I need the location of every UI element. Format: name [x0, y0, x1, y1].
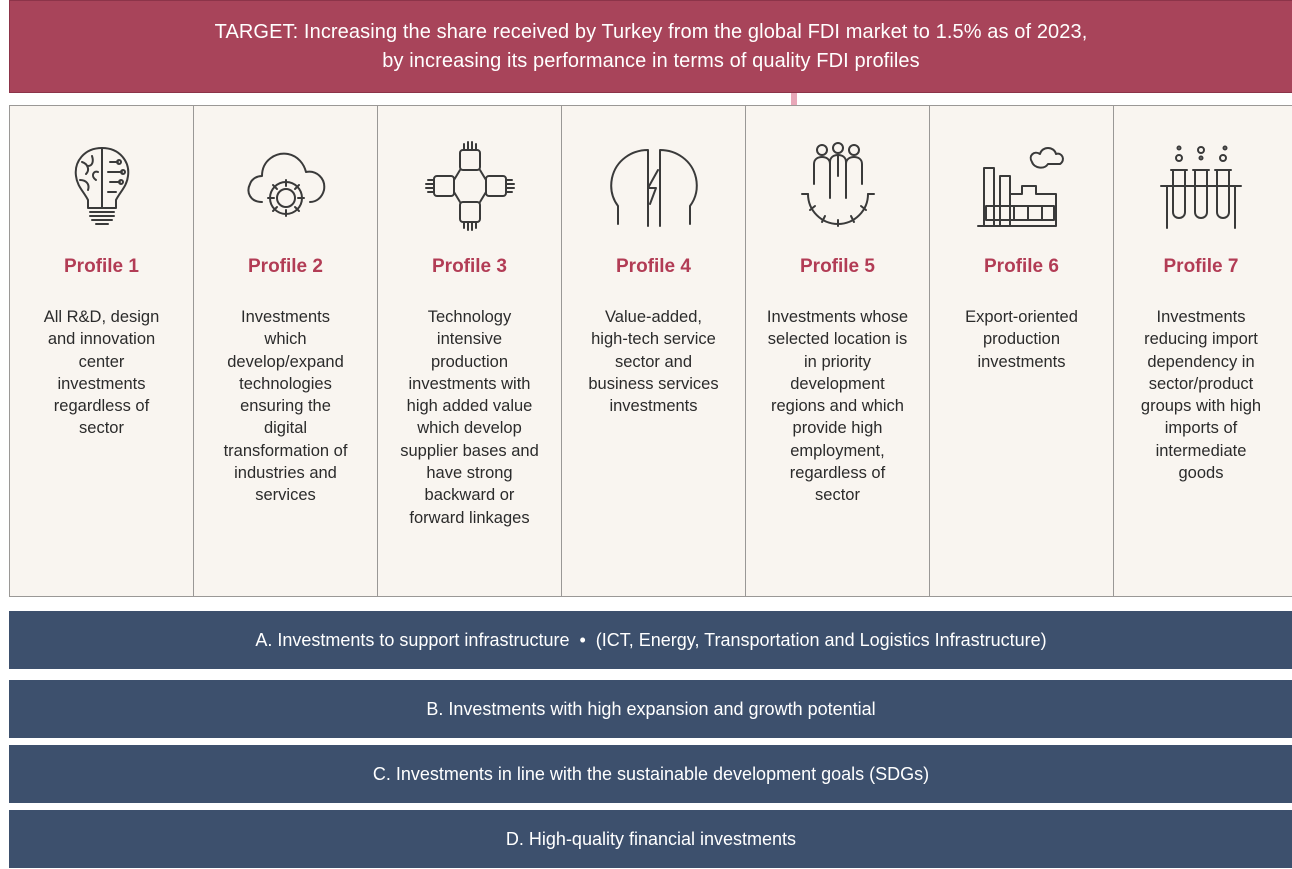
cloud-gear-icon — [236, 136, 336, 236]
people-gear-icon — [788, 136, 888, 236]
profile-description: Value-added, high-tech service sector an… — [582, 306, 724, 417]
profile-card-3: Profile 3 Technology intensive productio… — [378, 106, 562, 596]
profile-title: Profile 2 — [248, 256, 323, 277]
desc-line: groups with high — [1140, 397, 1262, 416]
interlocking-hands-icon — [420, 136, 520, 236]
desc-line: have strong — [426, 464, 513, 483]
desc-line: Investments — [241, 308, 330, 326]
profile-description: Export-oriented production investments — [959, 306, 1084, 373]
desc-line: production — [982, 330, 1061, 349]
category-text: Investments in line with the sustainable… — [395, 763, 930, 784]
desc-line: technologies — [239, 374, 332, 393]
desc-line: which develop — [417, 419, 522, 438]
desc-line: provide high — [792, 419, 883, 438]
desc-line: regardless of — [789, 464, 886, 483]
category-letter: B. — [426, 698, 444, 719]
desc-line: develop/expand — [227, 352, 344, 371]
test-tubes-icon — [1151, 136, 1251, 236]
desc-line: high added value — [406, 397, 533, 416]
desc-line: which — [264, 330, 307, 349]
desc-line: industries and — [234, 464, 337, 483]
desc-line: Investments — [1156, 308, 1246, 326]
desc-line: investments — [609, 397, 698, 416]
desc-line: sector — [79, 419, 124, 438]
profiles-panel: Profile 1 All R&D, design and innovation… — [9, 105, 1292, 597]
category-bar-b: B. Investments with high expansion and g… — [9, 680, 1292, 738]
head-lightning-icon — [604, 136, 704, 236]
desc-line: production — [430, 352, 509, 371]
desc-line: employment, — [790, 441, 885, 460]
category-bar-a: A. Investments to support infrastructure… — [9, 611, 1292, 669]
category-text: Investments to support infrastructure • … — [277, 629, 1047, 650]
desc-line: services — [255, 486, 316, 505]
desc-line: sector/product — [1148, 374, 1254, 393]
profile-description: Investments whose selected location is i… — [761, 306, 914, 507]
desc-line: dependency in — [1147, 352, 1255, 371]
desc-line: intermediate — [1155, 441, 1247, 460]
desc-line: investments — [977, 352, 1066, 371]
desc-line: in priority — [804, 352, 871, 371]
target-line-2: by increasing its performance in terms o… — [382, 49, 920, 72]
profile-card-6: Profile 6 Export-oriented production inv… — [930, 106, 1114, 596]
profile-card-5: Profile 5 Investments whose selected loc… — [746, 106, 930, 596]
target-line-1: TARGET: Increasing the share received by… — [214, 20, 1088, 43]
desc-line: sector — [815, 486, 860, 505]
desc-line: forward linkages — [409, 508, 530, 527]
desc-line: supplier bases and — [400, 441, 539, 460]
profile-title: Profile 1 — [64, 256, 139, 277]
desc-line: regardless of — [53, 397, 150, 416]
brain-lightbulb-icon — [52, 136, 152, 236]
factory-icon — [972, 136, 1072, 236]
category-letter: D. — [505, 828, 524, 849]
profile-title: Profile 7 — [1163, 256, 1239, 277]
category-bar-c: C. Investments in line with the sustaina… — [9, 745, 1292, 803]
desc-line: intensive — [436, 330, 503, 349]
profile-description: Investments which develop/expand technol… — [218, 306, 354, 507]
category-letter: A. — [255, 629, 273, 650]
desc-line: imports of — [1164, 419, 1238, 438]
desc-line: business services — [588, 374, 719, 393]
profile-card-1: Profile 1 All R&D, design and innovation… — [10, 106, 194, 596]
desc-line: development — [790, 374, 885, 393]
profile-card-2: Profile 2 Investments which develop/expa… — [194, 106, 378, 596]
desc-line: selected location is — [767, 330, 908, 349]
desc-line: All R&D, design — [43, 308, 160, 326]
profile-card-7: Profile 7 Investments reducing import de… — [1114, 106, 1288, 596]
profile-description: Technology intensive production investme… — [394, 306, 545, 529]
profile-card-4: Profile 4 Value-added, high-tech service… — [562, 106, 746, 596]
desc-line: goods — [1178, 464, 1224, 483]
profile-title: Profile 3 — [432, 256, 507, 277]
profile-title: Profile 4 — [616, 256, 691, 277]
target-banner: TARGET: Increasing the share received by… — [9, 0, 1292, 93]
desc-line: transformation of — [223, 441, 348, 460]
desc-line: center — [78, 352, 125, 371]
desc-line: Value-added, — [605, 308, 702, 326]
desc-line: Investments whose — [766, 308, 909, 326]
desc-line: investments — [57, 374, 146, 393]
desc-line: Technology — [427, 308, 512, 326]
connector-line — [791, 93, 797, 106]
desc-line: backward or — [424, 486, 515, 505]
desc-line: regions and which — [770, 397, 904, 416]
desc-line: investments with — [408, 374, 531, 393]
desc-line: sector and — [614, 352, 693, 371]
desc-line: digital — [263, 419, 308, 438]
desc-line: Export-oriented — [965, 308, 1078, 326]
profile-description: Investments reducing import dependency i… — [1135, 306, 1267, 484]
desc-line: reducing import — [1144, 330, 1258, 349]
category-letter: C. — [372, 763, 391, 784]
category-text: Investments with high expansion and grow… — [448, 698, 876, 719]
profile-title: Profile 5 — [800, 256, 875, 277]
profile-description: All R&D, design and innovation center in… — [38, 306, 166, 440]
profile-title: Profile 6 — [984, 256, 1059, 277]
desc-line: ensuring the — [240, 397, 331, 416]
desc-line: high-tech service — [591, 330, 716, 349]
category-bar-d: D. High-quality financial investments — [9, 810, 1292, 868]
category-text: High-quality financial investments — [528, 828, 797, 849]
desc-line: and innovation — [47, 330, 156, 349]
